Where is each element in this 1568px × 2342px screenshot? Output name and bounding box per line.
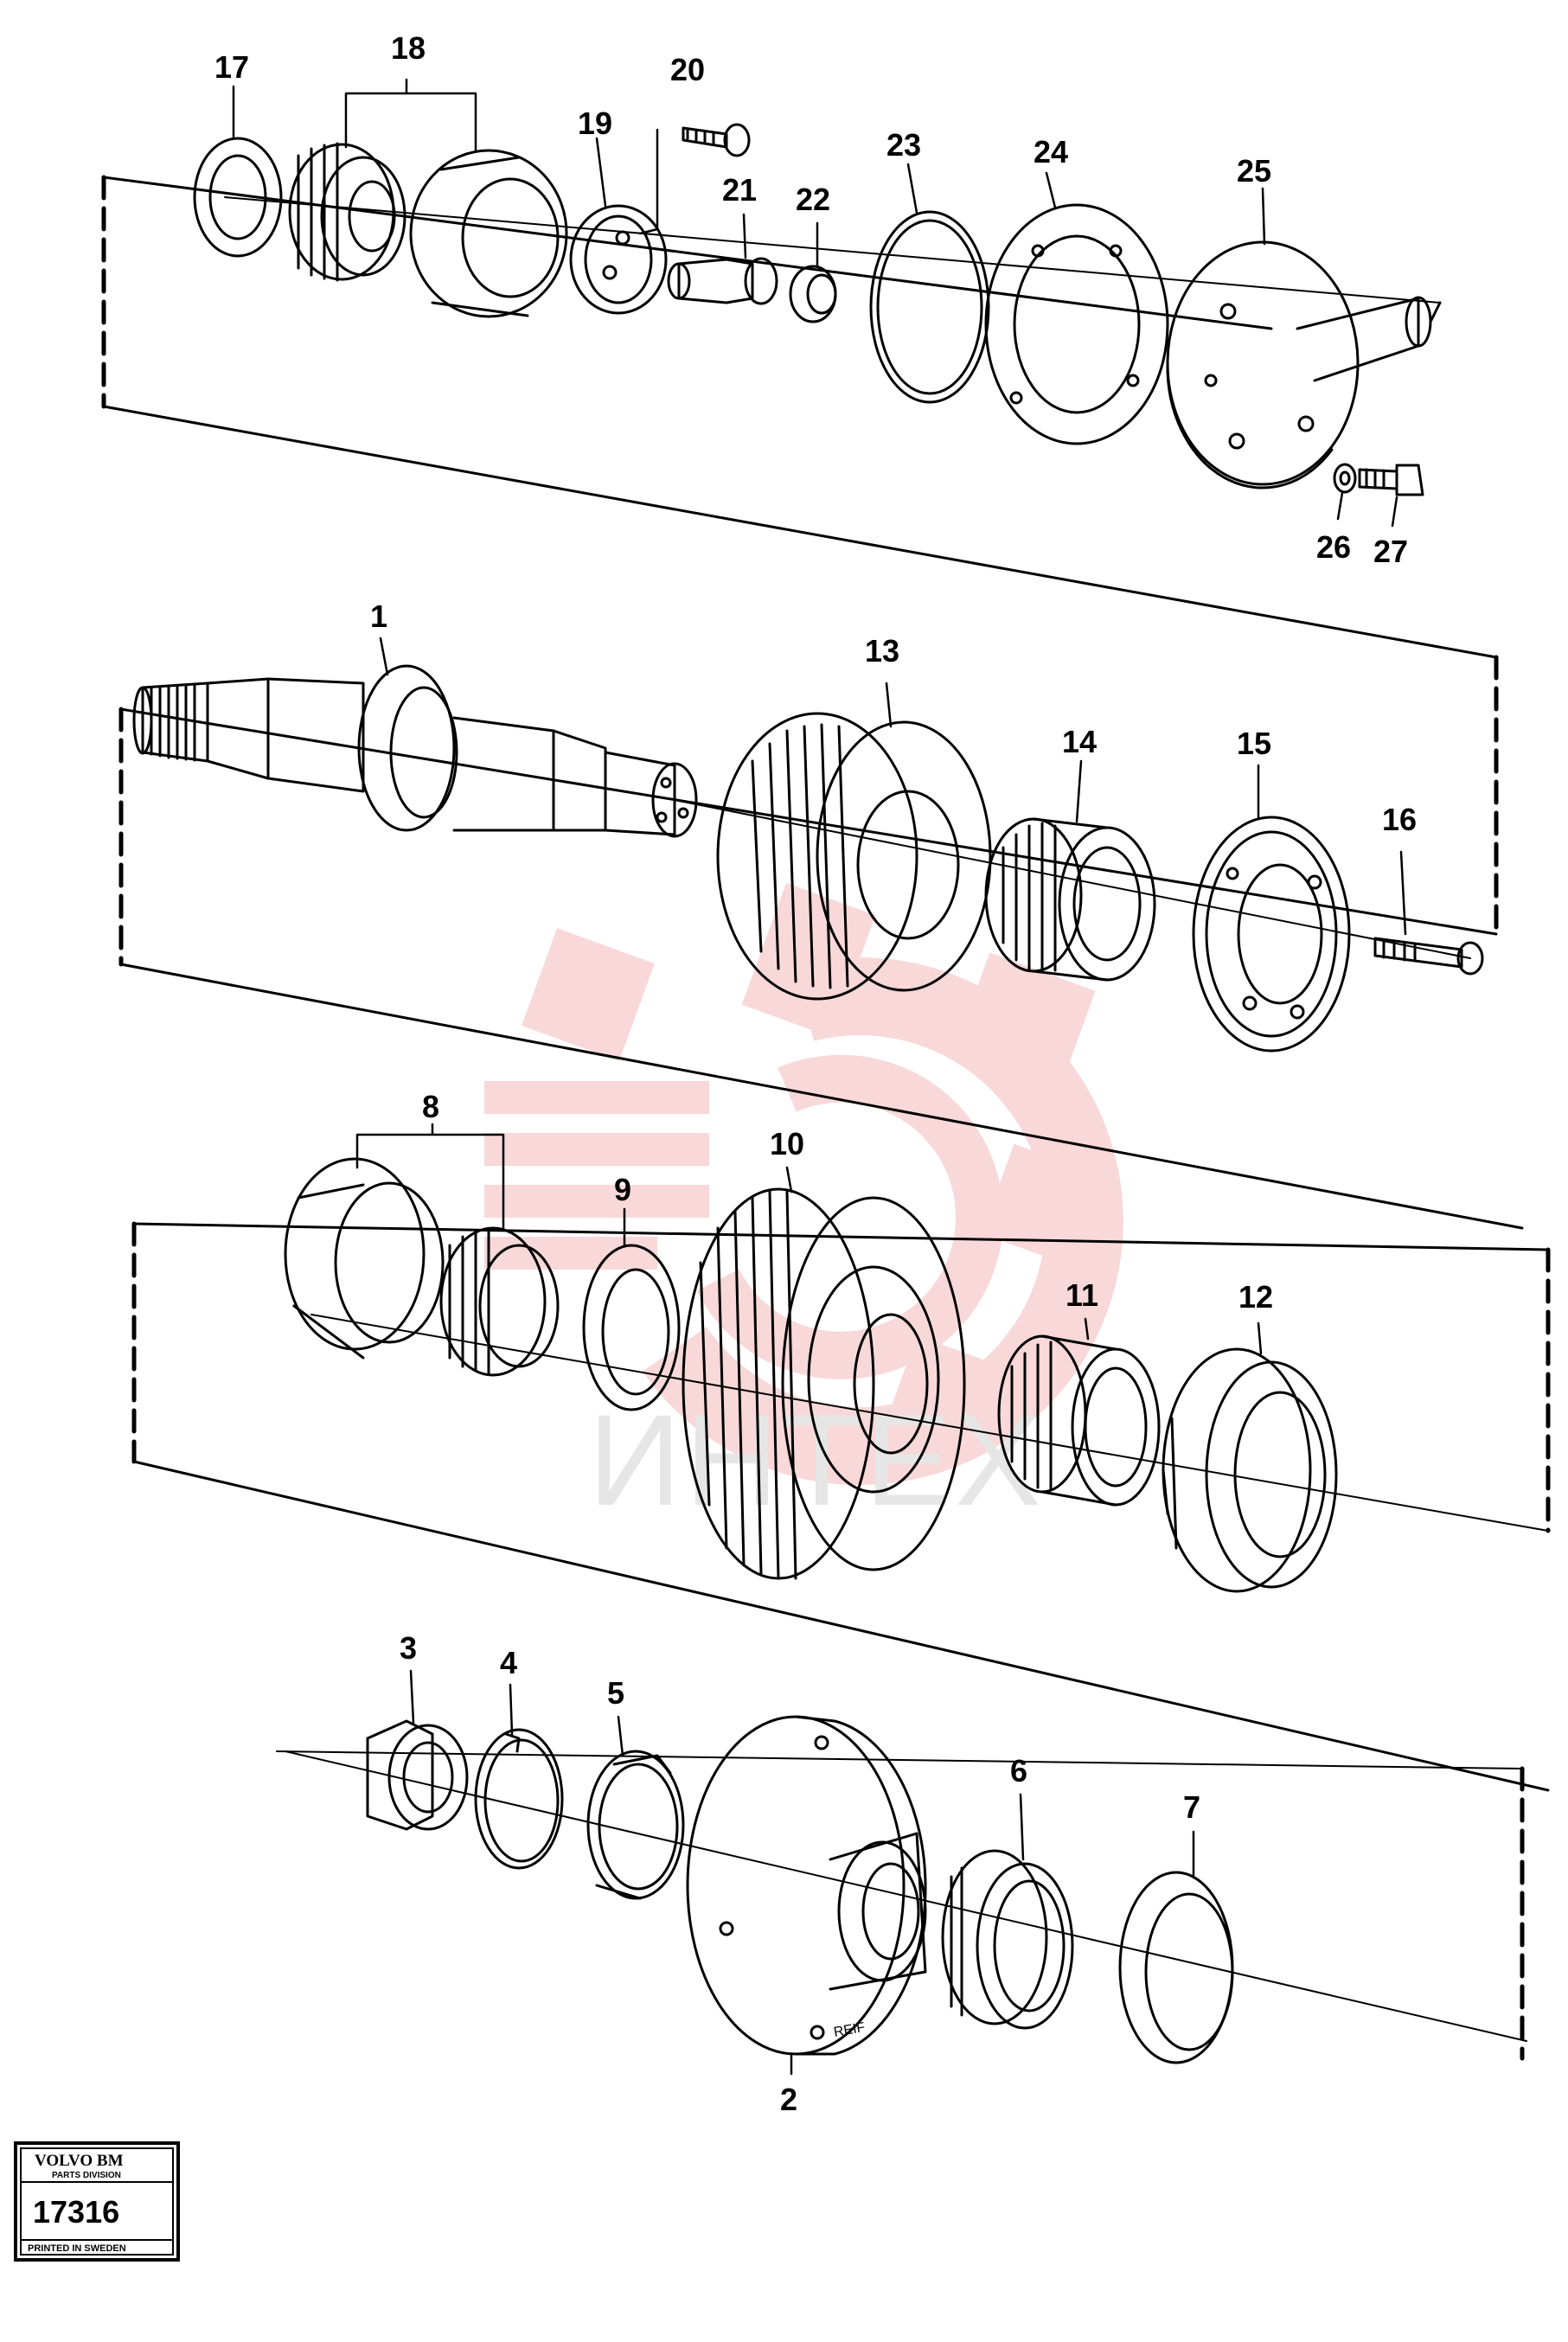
part-10-gear	[682, 1187, 966, 1580]
part-6-seal-housing	[941, 1849, 1074, 2030]
callout-21: 21	[722, 172, 757, 208]
part-26-washer	[1333, 463, 1357, 494]
part-20-screw	[682, 123, 751, 157]
callout-2: 2	[780, 2082, 797, 2117]
part-18-bearing-cup	[409, 149, 568, 318]
part-1-shaft	[132, 664, 698, 838]
callout-18: 18	[391, 30, 426, 66]
part-8-bearing-cone	[439, 1226, 560, 1377]
group-gear-frame	[131, 1221, 1551, 1792]
callout-7: 7	[1183, 1789, 1200, 1825]
callout-11: 11	[1066, 1277, 1098, 1313]
leader-lines	[232, 78, 1407, 2076]
group-bottom-frame	[276, 1750, 1525, 2061]
callout-15: 15	[1237, 726, 1271, 761]
callout-19: 19	[578, 106, 612, 141]
callout-8: 8	[422, 1089, 439, 1124]
callout-17: 17	[214, 49, 249, 85]
callout-20: 20	[670, 52, 705, 87]
part-2-flange	[686, 1715, 927, 2056]
part-8-bearing-cup	[284, 1157, 445, 1360]
part-5-lock-washer	[586, 1750, 685, 1900]
part-27-bolt	[1358, 464, 1424, 496]
part-19-plate	[569, 204, 668, 315]
part-22-bushing	[789, 265, 837, 323]
callout-5: 5	[607, 1675, 624, 1711]
group-shaft-frame	[118, 707, 1524, 1230]
callout-25: 25	[1237, 153, 1271, 189]
part-12-sleeve	[1162, 1347, 1338, 1593]
bottom-axis-line	[285, 1750, 1527, 2042]
callout-13: 13	[865, 633, 899, 669]
callout-6: 6	[1010, 1753, 1027, 1788]
callout-12: 12	[1238, 1279, 1273, 1315]
callout-9: 9	[614, 1172, 631, 1207]
shaft-axis-line	[674, 799, 1471, 959]
callout-24: 24	[1034, 134, 1068, 170]
callout-labels: 17 18 19 20 21 22 23 24 25 26 27 1 13 14…	[214, 30, 1417, 2117]
part-4-lock-ring	[474, 1728, 564, 1870]
part-23-o-ring	[869, 210, 990, 404]
callout-22: 22	[796, 182, 830, 217]
callout-14: 14	[1062, 724, 1097, 759]
callout-16: 16	[1382, 802, 1417, 837]
stamp-brand: VOLVO BM	[35, 2152, 124, 2170]
part-16-screw	[1373, 937, 1484, 976]
part-13-gear	[716, 712, 992, 1001]
part-3-nut	[366, 1719, 469, 1831]
part-15-gear-ring	[1192, 816, 1351, 1053]
part-7-seal	[1118, 1871, 1234, 2064]
callout-4: 4	[500, 1645, 517, 1680]
part-9-washer	[582, 1244, 681, 1411]
callout-26: 26	[1316, 529, 1351, 565]
stamp-number: 17316	[33, 2194, 119, 2230]
stamp-division: PARTS DIVISION	[52, 2171, 121, 2180]
top-axis-line	[224, 196, 1441, 304]
part-marking-reif: REIF	[833, 2020, 867, 2040]
callout-3: 3	[400, 1630, 417, 1666]
callout-27: 27	[1373, 534, 1408, 569]
part-21-pin	[667, 257, 778, 305]
watermark-text: ИНТЕХ	[588, 1387, 1045, 1533]
part-24-gasket	[984, 203, 1169, 445]
stamp-footer: PRINTED IN SWEDEN	[28, 2243, 126, 2254]
part-25-cover	[1166, 240, 1442, 490]
part-11-needle-bearing	[997, 1334, 1161, 1507]
part-17-washer	[193, 137, 283, 258]
callout-10: 10	[770, 1126, 804, 1161]
callout-23: 23	[886, 127, 921, 163]
callout-1: 1	[370, 598, 387, 634]
part-14-needle-bearing	[984, 817, 1156, 982]
volvo-stamp: VOLVO BM PARTS DIVISION 17316 PRINTED IN…	[14, 2141, 180, 2262]
